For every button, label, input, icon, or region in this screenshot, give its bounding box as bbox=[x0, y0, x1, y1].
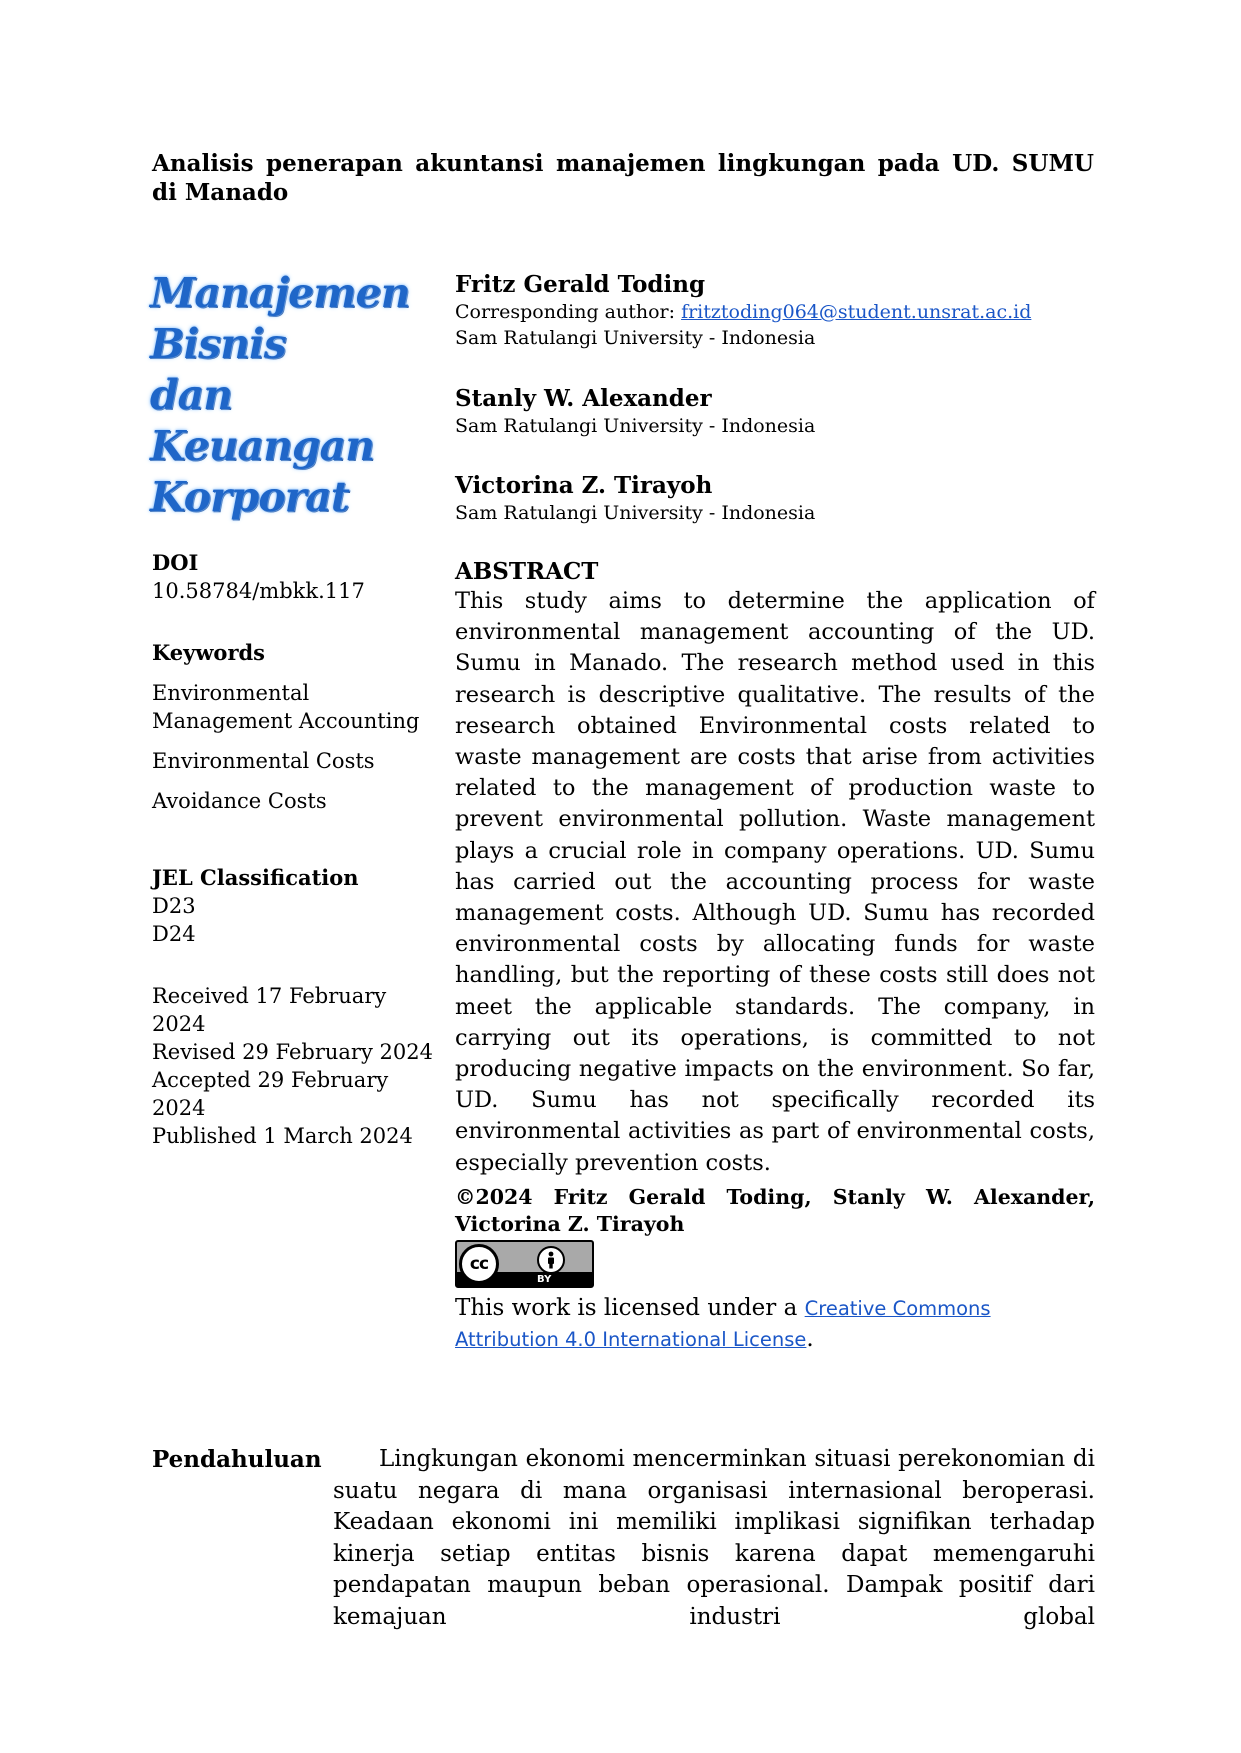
abstract-heading: ABSTRACT bbox=[455, 558, 599, 585]
published-date: Published 1 March 2024 bbox=[152, 1124, 413, 1148]
abstract-text: This study aims to determine the applica… bbox=[455, 588, 1095, 1176]
paper-title: Analisis penerapan akuntansi manajemen l… bbox=[152, 150, 1094, 206]
section-heading: Pendahuluan bbox=[152, 1446, 322, 1473]
author-block: Fritz Gerald Toding Corresponding author… bbox=[455, 270, 1095, 351]
attribution-person-icon bbox=[537, 1246, 565, 1274]
by-label: BY bbox=[537, 1274, 552, 1285]
author-email-link[interactable]: fritztoding064@student.unsrat.ac.id bbox=[681, 301, 1032, 323]
license-prefix: This work is licensed under a bbox=[455, 1295, 805, 1321]
keywords-block: Keywords Environmental Management Accoun… bbox=[152, 639, 442, 815]
journal-logo-line: Manajemen bbox=[150, 269, 411, 317]
dates-block: Received 17 February 2024 Revised 29 Feb… bbox=[152, 982, 442, 1150]
jel-code: D24 bbox=[152, 922, 196, 946]
cc-by-license-badge: cc BY bbox=[455, 1240, 594, 1288]
creative-commons-icon: cc bbox=[459, 1244, 499, 1284]
journal-logo: Manajemen Bisnis dan Keuangan Korporat bbox=[150, 268, 411, 523]
corresponding-label: Corresponding author: bbox=[455, 301, 682, 323]
corresponding-author: Corresponding author: fritztoding064@stu… bbox=[455, 299, 1095, 325]
journal-logo-line: Bisnis bbox=[150, 320, 287, 368]
introduction-paragraph: Lingkungan ekonomi mencerminkan situasi … bbox=[333, 1446, 1095, 1630]
keyword-item: Environmental Management Accounting bbox=[152, 681, 420, 733]
jel-code: D23 bbox=[152, 894, 196, 918]
author-affiliation: Sam Ratulangi University - Indonesia bbox=[455, 415, 816, 437]
author-affiliation: Sam Ratulangi University - Indonesia bbox=[455, 327, 816, 349]
journal-logo-line: Keuangan bbox=[150, 422, 375, 470]
abstract-block: ABSTRACT This study aims to determine th… bbox=[455, 557, 1095, 1179]
doi-value: 10.58784/mbkk.117 bbox=[152, 579, 365, 603]
journal-logo-line: Korporat bbox=[150, 473, 350, 521]
keyword-item: Environmental Costs bbox=[152, 749, 375, 773]
revised-date: Revised 29 February 2024 bbox=[152, 1040, 433, 1064]
author-name: Stanly W. Alexander bbox=[455, 385, 712, 412]
doi-label: DOI bbox=[152, 550, 199, 575]
accepted-date: Accepted 29 February 2024 bbox=[152, 1068, 389, 1120]
journal-logo-line: dan bbox=[150, 371, 233, 419]
author-name: Victorina Z. Tirayoh bbox=[455, 472, 713, 499]
jel-label: JEL Classification bbox=[152, 865, 359, 890]
keyword-item: Avoidance Costs bbox=[152, 789, 327, 813]
author-affiliation: Sam Ratulangi University - Indonesia bbox=[455, 502, 816, 524]
jel-block: JEL Classification D23 D24 bbox=[152, 864, 442, 948]
author-block: Victorina Z. Tirayoh Sam Ratulangi Unive… bbox=[455, 471, 1095, 526]
license-text: This work is licensed under a Creative C… bbox=[455, 1293, 1095, 1355]
copyright-notice: ©2024 Fritz Gerald Toding, Stanly W. Ale… bbox=[455, 1185, 1095, 1236]
license-suffix: . bbox=[806, 1326, 814, 1352]
doi-block: DOI 10.58784/mbkk.117 bbox=[152, 549, 442, 605]
received-date: Received 17 February 2024 bbox=[152, 984, 387, 1036]
author-block: Stanly W. Alexander Sam Ratulangi Univer… bbox=[455, 384, 1095, 439]
license-link[interactable]: Creative Commons Attribution 4.0 Interna… bbox=[455, 1297, 991, 1351]
keywords-label: Keywords bbox=[152, 640, 266, 665]
author-name: Fritz Gerald Toding bbox=[455, 271, 706, 298]
